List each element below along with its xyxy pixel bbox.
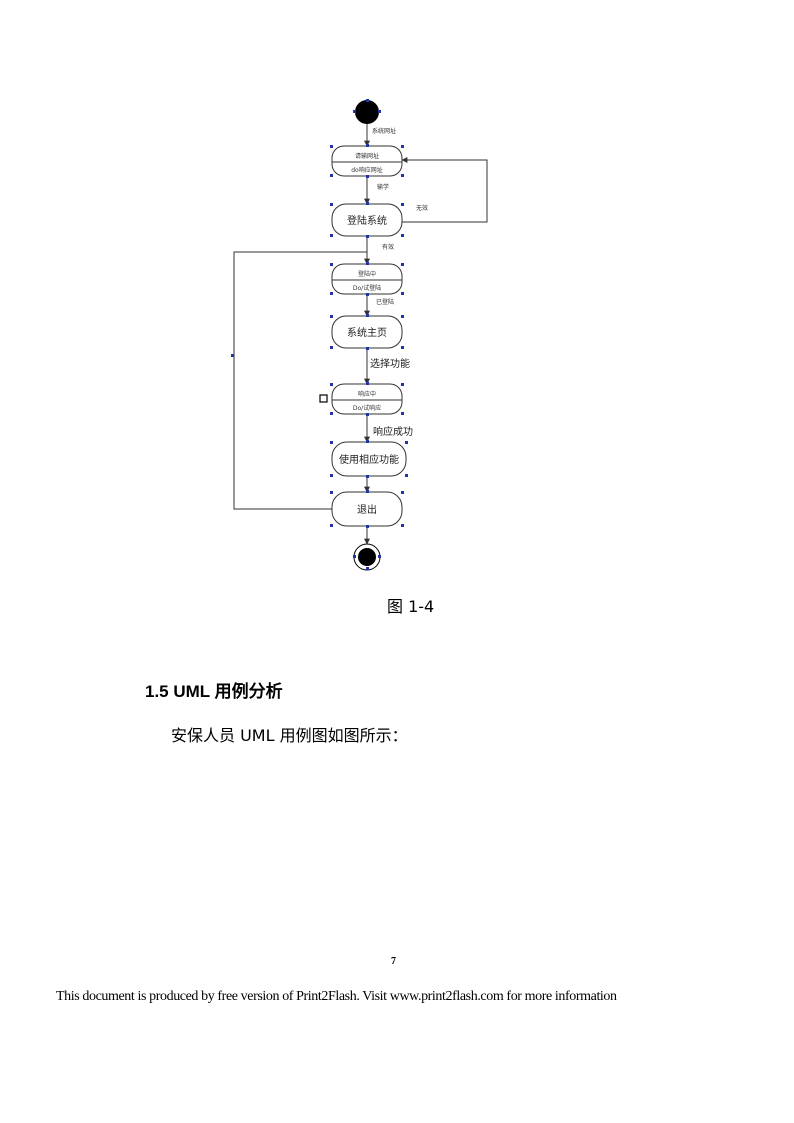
selection-handle xyxy=(319,394,328,403)
node-exit-label: 退出 xyxy=(357,503,377,516)
edge-label-valid: 有效 xyxy=(382,243,394,251)
edge-label-enter-url: 系统网址 xyxy=(372,127,396,135)
edge-label-select-function: 选择功能 xyxy=(370,357,410,370)
edge-label-response-success: 响应成功 xyxy=(373,425,413,438)
node-logging-in: 登陆中 Do/试登陆 xyxy=(330,262,404,296)
page-number: 7 xyxy=(391,956,396,967)
node-open-site: 请输网址 do响应网址 xyxy=(330,144,404,178)
node-use-function: 使用相应功能 xyxy=(330,440,408,478)
edge-label-correct: 输学 xyxy=(377,183,389,191)
node-responding-line1: 响应中 xyxy=(358,390,376,398)
edge-invalid-loop xyxy=(401,157,488,223)
figure-caption: 图 1-4 xyxy=(387,597,435,616)
body-paragraph: 安保人员 UML 用例图如图所示： xyxy=(171,726,408,745)
node-exit: 退出 xyxy=(330,490,404,528)
node-login-system: 登陆系统 xyxy=(330,202,404,238)
edge-exit-loop xyxy=(233,251,367,510)
node-open-site-line1: 请输网址 xyxy=(355,152,379,160)
footer-note: This document is produced by free versio… xyxy=(56,989,617,1004)
node-login-system-label: 登陆系统 xyxy=(347,214,387,227)
node-responding: 响应中 Do/试响应 xyxy=(330,382,404,416)
node-logging-in-line2: Do/试登陆 xyxy=(353,284,381,292)
activity-diagram: 请输网址 do响应网址 登陆系统 登陆中 Do/试登陆 系统主页 xyxy=(231,99,488,571)
node-open-site-line2: do响应网址 xyxy=(351,166,382,174)
node-use-function-label: 使用相应功能 xyxy=(339,453,399,466)
node-logging-in-line1: 登陆中 xyxy=(358,270,376,278)
node-responding-line2: Do/试响应 xyxy=(353,404,381,412)
edge-label-logged-in: 已登陆 xyxy=(376,298,394,306)
section-heading: 1.5 UML 用例分析 xyxy=(145,682,283,701)
end-node xyxy=(353,543,381,571)
edge-label-invalid: 无效 xyxy=(416,204,428,212)
node-home-page-label: 系统主页 xyxy=(347,326,387,339)
start-node xyxy=(353,99,381,124)
node-home-page: 系统主页 xyxy=(330,314,404,350)
